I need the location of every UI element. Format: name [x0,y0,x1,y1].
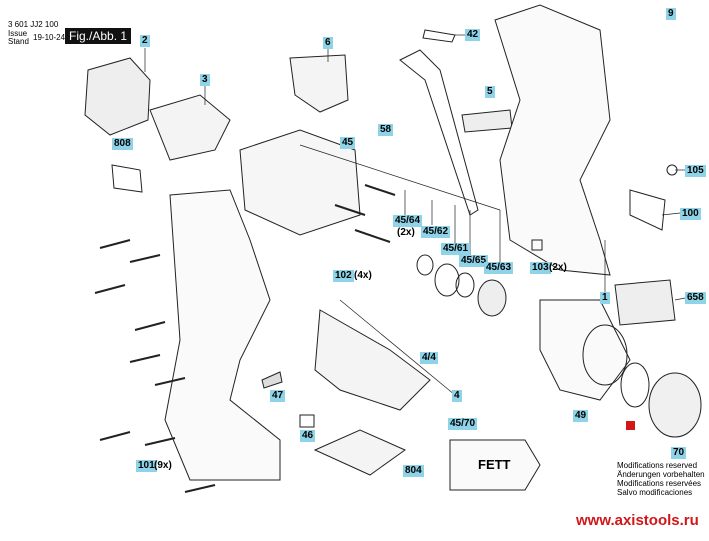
part-qty: (4x) [354,270,372,281]
electronics [314,309,431,411]
note-line: Modifications reservées [617,479,702,488]
housing-right [494,4,611,276]
slider [461,109,513,133]
housing-left [164,189,281,481]
part-label: 70 [671,447,687,459]
part-label: 45/70 [448,418,478,430]
part-label: 47 [270,390,286,402]
part-label: 46 [300,430,316,442]
part-label: 45/64 [393,215,423,227]
note-line: Salvo modificaciones [617,488,693,497]
warning-icon [626,421,635,430]
part-label: 1 [600,292,610,304]
part-label: 2 [140,35,150,47]
pad [422,29,456,43]
note-line: Änderungen vorbehalten [617,470,705,479]
part-label: 42 [465,29,481,41]
part-label: 4 [452,390,462,402]
part-label: 3 [200,74,210,86]
nose-cap [539,299,631,401]
issue-label: Issue [8,29,28,38]
watermark: www.axistools.ru [576,512,699,529]
note-line: Modifications reserved [617,461,698,470]
part-label: 100 [680,208,701,220]
gear-housing [239,129,361,236]
part-label: 5 [485,86,495,98]
part-label: 49 [573,410,589,422]
grease-tube [449,439,541,491]
switch [289,54,349,113]
issue-date: 19-10-24 [33,33,66,42]
part-qty: (9x) [154,460,172,471]
part-label: 102 [333,270,354,282]
figure-title: Fig./Abb. 1 [65,28,132,44]
part-label: 45/63 [484,262,514,274]
part-label: 58 [378,124,394,136]
part-label: 103 [530,262,551,274]
part-label: 808 [112,138,133,150]
part-label: 45/61 [441,243,471,255]
modifications-note: Modifications reserved Änderungen vorbeh… [617,461,705,497]
part-label: 45 [340,137,356,149]
stand-label: Stand [8,37,29,46]
clip [629,189,666,231]
armature [149,94,231,161]
leader-lines [144,34,686,396]
part-label: 9 [666,8,676,20]
part-label: 45/65 [459,255,489,267]
part-label: 105 [685,165,706,177]
part-number: 3 601 JJ2 100 [8,20,59,29]
part-qty: (2x) [549,262,567,273]
screws [94,184,396,493]
board [313,429,407,476]
terminal-block [614,279,676,326]
stator [84,57,151,136]
part-label: 6 [323,37,333,49]
grease-label: FETT [478,457,511,472]
part-label: 804 [403,465,424,477]
part-qty: (2x) [397,227,415,238]
part-label: 101 [136,460,157,472]
sheet [111,164,143,193]
part-label: 658 [685,292,706,304]
part-label: 45/62 [421,226,451,238]
part-label: 4/4 [420,352,438,364]
strap [399,49,479,216]
